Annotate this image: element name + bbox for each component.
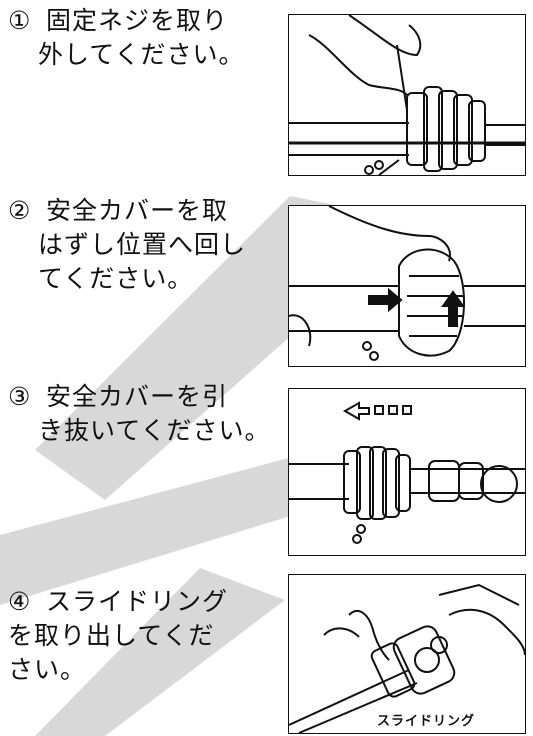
step-2-line-1: 安全カバーを取 xyxy=(46,196,229,225)
step-2-line-2: はずし位置へ回し xyxy=(38,230,247,259)
step-3-number: ③ xyxy=(8,382,32,411)
step-2-number: ② xyxy=(8,196,32,225)
step-3-illustration xyxy=(288,388,526,556)
step-2-illustration xyxy=(288,205,526,367)
step-4-illustration: スライドリング xyxy=(288,574,526,734)
step-1-number: ① xyxy=(8,6,32,35)
step-4-text: ④ スライドリング を取り出してくだ さい。 xyxy=(8,585,263,687)
step-4-line-2: を取り出してくだ xyxy=(8,621,215,650)
step-3-line-1: 安全カバーを引 xyxy=(46,382,229,411)
step-4-number: ④ xyxy=(8,587,32,616)
step-1-illustration xyxy=(288,14,526,176)
step-3-line-2: き抜いてください。 xyxy=(38,416,271,445)
step-1-line-1: 固定ネジを取り xyxy=(46,6,229,35)
watermark-stroke-middle xyxy=(0,455,310,605)
step-1-line-2: 外してください。 xyxy=(38,40,245,69)
slide-ring-caption: スライドリング xyxy=(377,714,476,729)
step-2-line-3: てください。 xyxy=(38,264,194,293)
step-4-line-3: さい。 xyxy=(8,655,87,684)
step-4-line-1: スライドリング xyxy=(46,587,229,616)
step-1-text: ① 固定ネジを取り 外してください。 xyxy=(8,4,263,72)
step-3-text: ③ 安全カバーを引 き抜いてください。 xyxy=(8,380,270,448)
watermark-stroke-lower xyxy=(35,568,285,736)
step-2-text: ② 安全カバーを取 はずし位置へ回し てください。 xyxy=(8,194,263,296)
